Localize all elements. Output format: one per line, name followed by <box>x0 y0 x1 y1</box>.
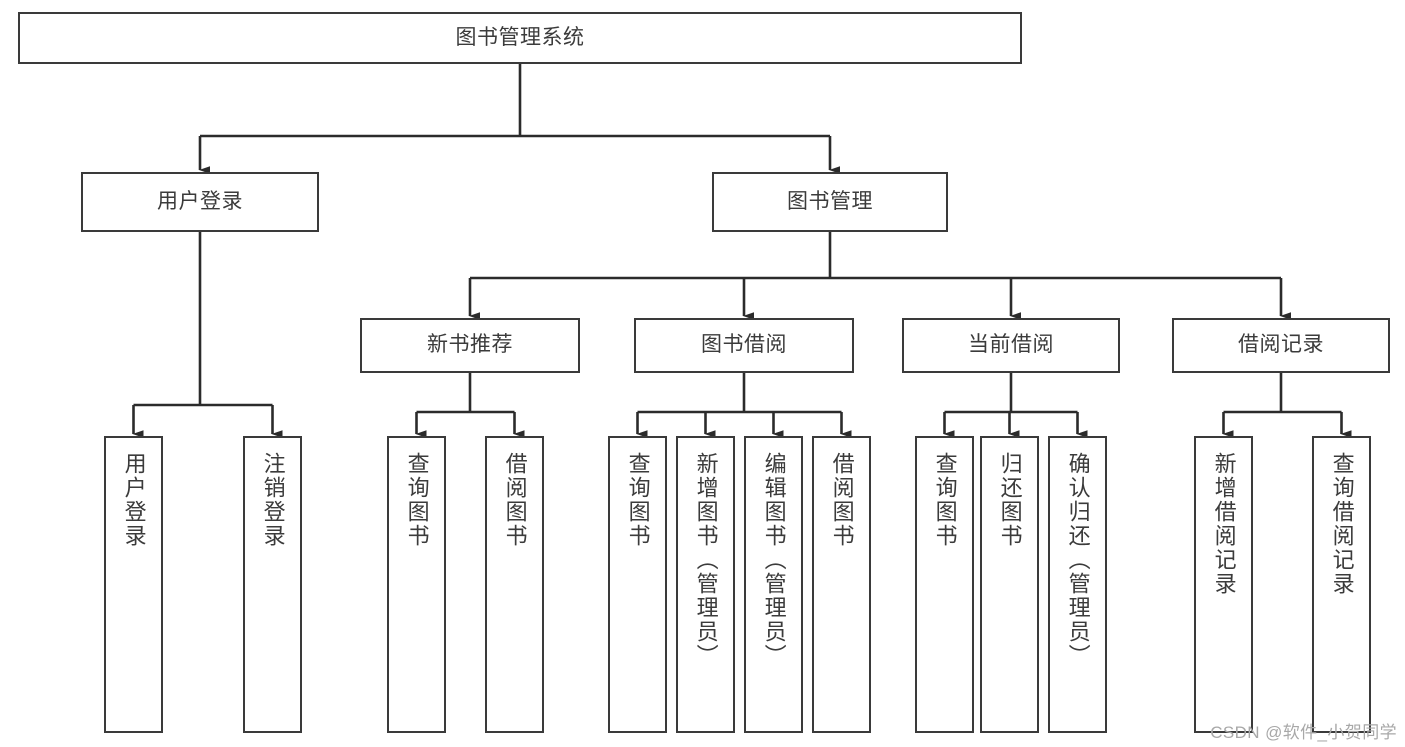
node-borrow-record[interactable]: 借阅记录 <box>1172 318 1390 373</box>
node-leaf-borrow-book-1-label: 借阅图书 <box>502 452 528 548</box>
node-book-borrow-label: 图书借阅 <box>701 333 787 357</box>
node-leaf-confirm-return[interactable]: 确认归还（管理员） <box>1048 436 1107 733</box>
node-leaf-add-record[interactable]: 新增借阅记录 <box>1194 436 1253 733</box>
node-leaf-user-login[interactable]: 用户登录 <box>104 436 163 733</box>
node-leaf-borrow-book-2[interactable]: 借阅图书 <box>812 436 871 733</box>
node-new-book-recommend[interactable]: 新书推荐 <box>360 318 580 373</box>
node-root[interactable]: 图书管理系统 <box>18 12 1022 64</box>
node-leaf-add-book-label: 新增图书（管理员） <box>693 452 719 668</box>
node-leaf-logout-label: 注销登录 <box>260 452 286 548</box>
node-leaf-borrow-book-1[interactable]: 借阅图书 <box>485 436 544 733</box>
node-new-book-recommend-label: 新书推荐 <box>427 333 513 357</box>
node-leaf-return-book[interactable]: 归还图书 <box>980 436 1039 733</box>
node-leaf-edit-book[interactable]: 编辑图书（管理员） <box>744 436 803 733</box>
node-book-borrow[interactable]: 图书借阅 <box>634 318 854 373</box>
watermark: CSDN @软件_小贺同学 <box>1210 723 1397 742</box>
node-leaf-confirm-return-label: 确认归还（管理员） <box>1065 452 1091 668</box>
node-book-management-label: 图书管理 <box>787 189 873 213</box>
node-current-borrow[interactable]: 当前借阅 <box>902 318 1120 373</box>
node-leaf-add-record-label: 新增借阅记录 <box>1211 452 1237 596</box>
node-leaf-query-book-2[interactable]: 查询图书 <box>608 436 667 733</box>
node-leaf-borrow-book-2-label: 借阅图书 <box>829 452 855 548</box>
node-leaf-logout[interactable]: 注销登录 <box>243 436 302 733</box>
node-leaf-add-book[interactable]: 新增图书（管理员） <box>676 436 735 733</box>
node-book-management[interactable]: 图书管理 <box>712 172 948 232</box>
node-leaf-user-login-label: 用户登录 <box>121 452 147 548</box>
node-root-label: 图书管理系统 <box>455 25 585 49</box>
node-leaf-query-book-3-label: 查询图书 <box>932 452 958 548</box>
node-leaf-query-book-1[interactable]: 查询图书 <box>387 436 446 733</box>
node-user-login[interactable]: 用户登录 <box>81 172 319 232</box>
node-leaf-edit-book-label: 编辑图书（管理员） <box>761 452 787 668</box>
node-leaf-query-book-2-label: 查询图书 <box>625 452 651 548</box>
node-current-borrow-label: 当前借阅 <box>968 333 1054 357</box>
node-leaf-query-record-label: 查询借阅记录 <box>1329 452 1355 596</box>
node-borrow-record-label: 借阅记录 <box>1238 333 1324 357</box>
node-leaf-return-book-label: 归还图书 <box>997 452 1023 548</box>
node-leaf-query-book-1-label: 查询图书 <box>404 452 430 548</box>
node-user-login-label: 用户登录 <box>157 189 243 213</box>
node-leaf-query-book-3[interactable]: 查询图书 <box>915 436 974 733</box>
node-leaf-query-record[interactable]: 查询借阅记录 <box>1312 436 1371 733</box>
